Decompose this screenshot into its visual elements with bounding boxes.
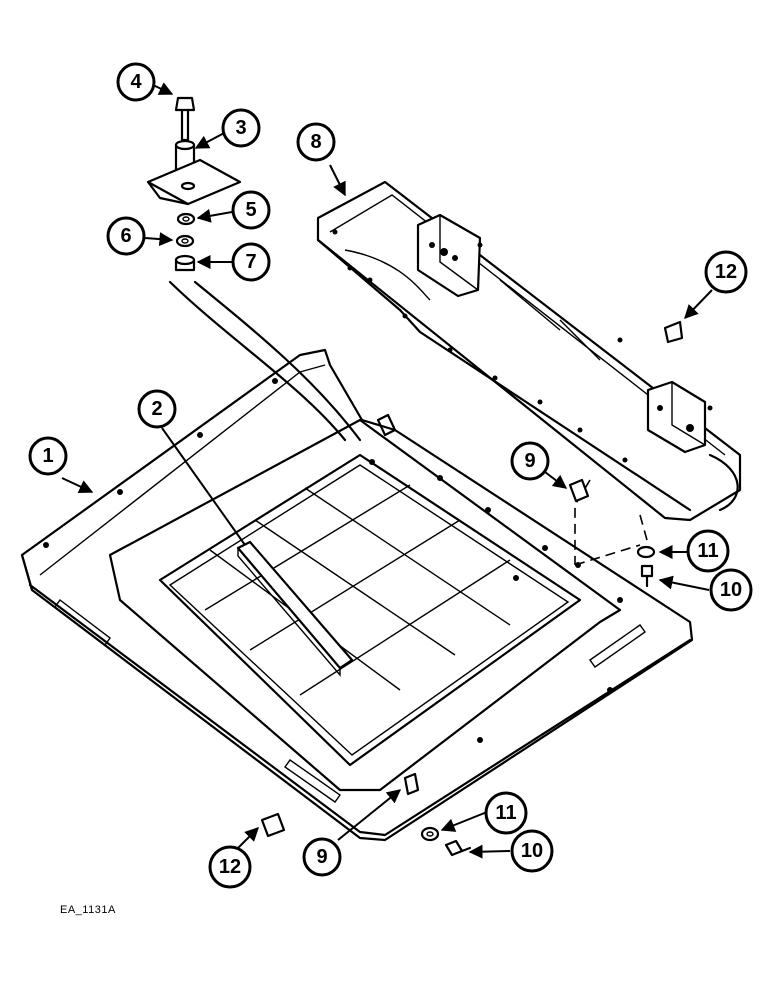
floor-tray-part: [20, 348, 694, 842]
svg-text:9: 9: [316, 846, 327, 868]
callout-11-lower: 11: [484, 791, 528, 835]
svg-text:9: 9: [524, 450, 535, 472]
svg-text:5: 5: [245, 199, 256, 221]
callout-10-right: 10: [709, 568, 753, 612]
svg-text:3: 3: [235, 117, 246, 139]
callout-1: 1: [28, 436, 68, 476]
callout-5: 5: [231, 190, 271, 230]
callout-4: 4: [116, 62, 156, 102]
svg-text:6: 6: [120, 225, 131, 247]
callout-8: 8: [296, 122, 336, 162]
callout-6: 6: [106, 216, 146, 256]
svg-text:10: 10: [521, 840, 543, 862]
svg-text:2: 2: [151, 398, 162, 420]
callout-7: 7: [231, 242, 271, 282]
svg-text:7: 7: [245, 251, 256, 273]
svg-text:12: 12: [219, 856, 241, 878]
callout-9-lower: 9: [302, 837, 342, 877]
svg-text:11: 11: [495, 802, 516, 824]
seat-wire: [168, 280, 347, 442]
seat-mount-hardware: [146, 96, 242, 272]
leader-lines: [61, 82, 713, 859]
svg-text:11: 11: [697, 540, 718, 562]
svg-text:4: 4: [130, 71, 142, 93]
callout-9-upper: 9: [510, 441, 550, 481]
svg-text:8: 8: [310, 131, 321, 153]
small-fasteners: [260, 320, 684, 857]
svg-text:10: 10: [720, 579, 742, 601]
callout-2: 2: [137, 389, 177, 429]
callout-3: 3: [221, 108, 261, 148]
svg-text:12: 12: [715, 261, 737, 283]
svg-text:1: 1: [42, 445, 53, 467]
drawing-code: EA_1131A: [60, 904, 116, 916]
callout-11-right: 11: [686, 529, 730, 573]
callout-10-lower: 10: [510, 829, 554, 873]
callout-12-upper: 12: [704, 250, 748, 294]
rear-cover-part: [316, 180, 742, 522]
callout-12-lower: 12: [208, 845, 252, 889]
